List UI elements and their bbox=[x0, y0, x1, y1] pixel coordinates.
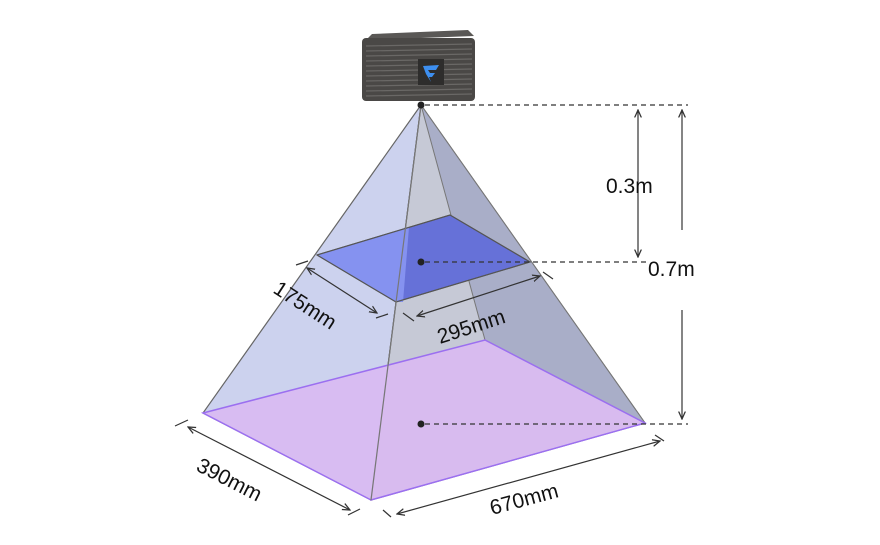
far-center-dot bbox=[417, 420, 425, 428]
logo-plate bbox=[418, 59, 444, 85]
near-distance-label: 0.3m bbox=[606, 175, 653, 198]
camera-logo-icon bbox=[423, 65, 439, 82]
apex-dot bbox=[417, 101, 425, 109]
far-distance-label: 0.7m bbox=[648, 258, 695, 281]
near-center-dot bbox=[417, 258, 425, 266]
camera-device bbox=[362, 30, 475, 101]
